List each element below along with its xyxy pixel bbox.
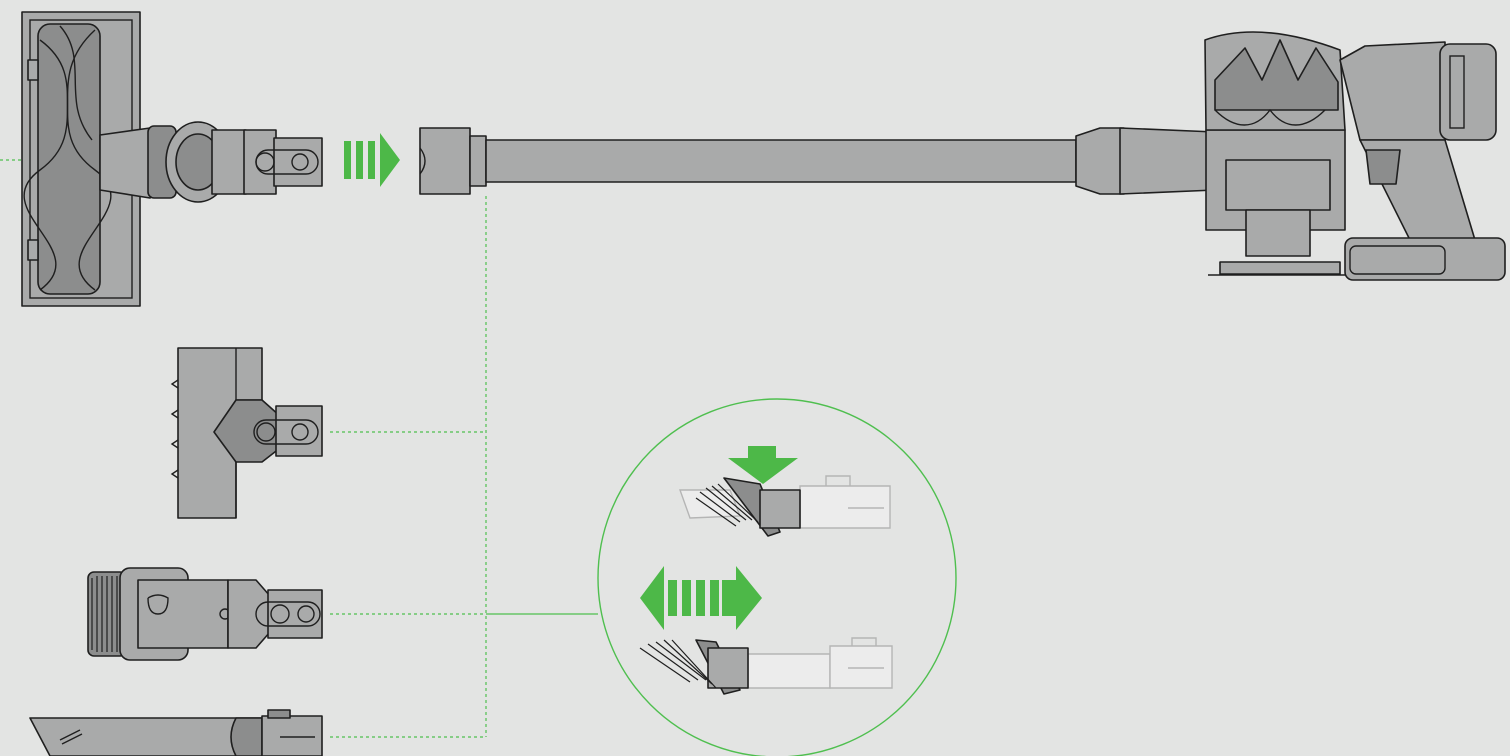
arrow-left-right-icon: [640, 566, 762, 630]
wand: [420, 128, 1124, 194]
arrow-down-icon: [728, 446, 798, 484]
arrow-right-icon: [344, 133, 400, 187]
brush-upper: [680, 476, 890, 536]
brush-adjust-callout: [598, 399, 956, 756]
mini-motorized-tool: [172, 348, 322, 518]
combination-tool: [88, 568, 322, 660]
crevice-tool: [30, 710, 322, 756]
motorhead-floor-tool: [22, 12, 322, 306]
main-body: [1120, 32, 1505, 280]
brush-lower: [640, 638, 892, 694]
